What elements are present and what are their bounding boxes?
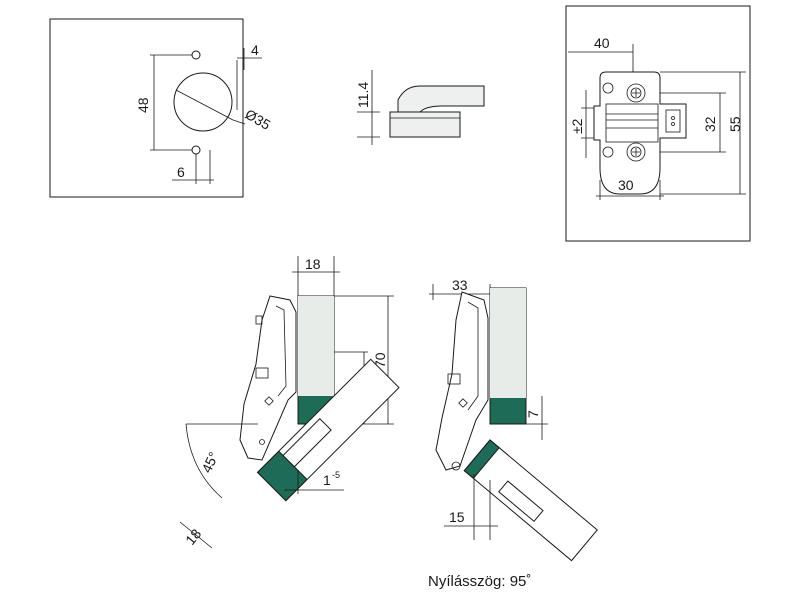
dim-door-line — [179, 521, 213, 549]
adjust-screw-icon — [255, 367, 269, 379]
plate-screw-icon — [626, 142, 646, 162]
hinge-rivet — [264, 396, 274, 406]
cabinet-side-panel-open-light — [490, 288, 526, 398]
dim-overlay-label: 1 — [323, 472, 331, 488]
hinge-pivot-dot — [259, 439, 265, 445]
plate-tab-dot-1 — [671, 116, 675, 120]
screw-cross-bottom — [632, 148, 640, 156]
hinge-cup-in-door-95 — [498, 480, 544, 523]
hinge-cup-in-door — [282, 417, 332, 468]
hinge-rivet-open — [458, 398, 468, 408]
drill-pattern-frame — [49, 18, 244, 198]
closed-hinge-view: 18 70 40 1 +3 45° — [179, 256, 400, 549]
hinge-arm-clip — [255, 315, 263, 325]
dim-door-thickness-label: 18 — [182, 526, 204, 548]
door-45 — [256, 358, 400, 502]
cabinet-side-panel-light — [298, 296, 334, 396]
mounting-plate-frame — [565, 5, 751, 242]
dim-48-label: 48 — [135, 97, 151, 113]
screw-cross-top — [632, 89, 640, 97]
plate-screw-icon — [602, 146, 614, 158]
dim-15-label: 15 — [449, 509, 465, 525]
dim-30-label: 30 — [618, 177, 634, 193]
plate-center-slot — [605, 103, 659, 143]
hinge-arm-open-inner — [467, 301, 479, 411]
dim-18-top-label: 18 — [305, 256, 321, 272]
dim-overlay-sup: -5 — [332, 470, 340, 480]
open-hinge-view: 33 7 15 — [429, 277, 598, 562]
dim-40-label: 40 — [594, 35, 610, 51]
cup-side-view: 11.4 — [355, 70, 485, 145]
mounting-plate-body — [593, 71, 687, 195]
dim-angle-label: 45° — [198, 449, 221, 475]
dim-6-label: 6 — [177, 164, 185, 180]
door-95 — [463, 439, 598, 562]
angle-arc — [185, 423, 223, 499]
hinge-knuckle — [451, 461, 461, 471]
screw-hole-bottom — [191, 145, 201, 155]
dim-diameter-label: Ø35 — [243, 106, 274, 133]
plate-screw-icon — [602, 82, 614, 94]
plate-tab-dot-2 — [671, 122, 675, 126]
dim-33-label: 33 — [452, 277, 468, 293]
plate-screw-inner — [630, 146, 642, 158]
plate-tab — [665, 109, 681, 133]
door-edge-95 — [463, 439, 500, 480]
dim-4-label: 4 — [251, 42, 259, 58]
hinge-arm-inner — [275, 305, 287, 397]
hinge-arm-open — [435, 291, 489, 471]
plate-screw-icon — [626, 83, 646, 103]
drill-pattern: 48 4 Ø35 6 — [49, 18, 274, 198]
dim-32-label: 32 — [702, 116, 718, 132]
diameter-leader — [175, 89, 234, 121]
screw-hole-top — [191, 50, 201, 60]
dim-11-label: 11.4 — [355, 82, 371, 108]
adjust-screw-icon — [447, 373, 461, 385]
dim-adjust-label: ±2 — [569, 118, 585, 134]
opening-angle-caption: Nyílásszög: 95˚ — [428, 573, 531, 590]
cup-hole-circle — [173, 72, 233, 132]
dim-55-label: 55 — [727, 116, 743, 132]
hinge-arm-side — [397, 85, 485, 113]
dim-7-label: 7 — [525, 410, 541, 418]
mounting-plate-view: 40 ±2 32 55 30 — [565, 5, 751, 242]
diameter-leader-ext — [232, 119, 246, 125]
plate-screw-inner — [630, 87, 642, 99]
hinge-cup-side — [389, 111, 461, 138]
